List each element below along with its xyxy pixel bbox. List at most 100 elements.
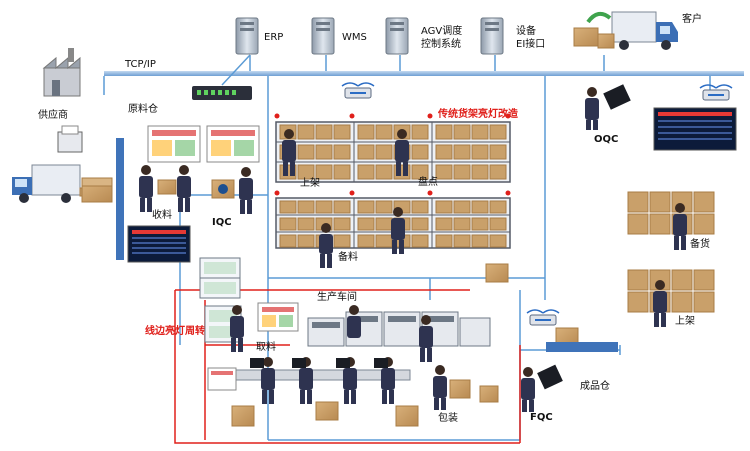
boxes-icon xyxy=(81,177,113,203)
box-icon xyxy=(297,164,315,180)
box-icon xyxy=(693,291,715,313)
raw-warehouse-label: 原料仓 xyxy=(128,102,158,115)
box-icon xyxy=(489,217,507,231)
box-icon xyxy=(375,217,393,231)
system-agv: AGV调度 控制系统 xyxy=(385,17,462,55)
packing-label: 包装 xyxy=(438,411,458,424)
box-icon xyxy=(453,144,471,160)
worker-icon xyxy=(521,367,535,412)
box-icon xyxy=(435,200,453,214)
fqc-label: FQC xyxy=(530,412,553,423)
system-name-line2: EI接口 xyxy=(516,37,545,50)
server-icon xyxy=(235,17,259,55)
finished-warehouse-label: 成品仓 xyxy=(580,379,610,392)
system-ei: 设备 EI接口 xyxy=(480,17,545,55)
finished-warehouse-wall xyxy=(546,342,618,352)
box-icon xyxy=(315,144,333,160)
finished-goods-stack xyxy=(627,191,715,235)
box-icon xyxy=(489,164,507,180)
box-icon xyxy=(649,213,671,235)
system-name: AGV调度 xyxy=(421,24,462,37)
box-icon xyxy=(297,234,315,248)
oqc-label: OQC xyxy=(594,134,618,145)
box-icon xyxy=(489,234,507,248)
box-icon xyxy=(297,217,315,231)
shelf-boxes xyxy=(279,124,507,248)
box-icon xyxy=(671,291,693,313)
shelving-upper xyxy=(275,121,511,183)
box-icon xyxy=(357,144,375,160)
box-icon xyxy=(411,200,429,214)
box-icon xyxy=(411,164,429,180)
box-icon xyxy=(693,191,715,213)
box-icon xyxy=(375,164,393,180)
box-icon xyxy=(471,200,489,214)
retrofit-label: 传统货架亮灯改造 xyxy=(437,107,519,120)
box-icon xyxy=(627,291,649,313)
box-icon xyxy=(357,217,375,231)
worker-icon xyxy=(282,129,409,268)
box-icon xyxy=(315,124,333,140)
system-name-line2: 控制系统 xyxy=(421,37,461,50)
box-icon xyxy=(453,200,471,214)
box-icon xyxy=(333,124,351,140)
box-icon xyxy=(627,269,649,291)
box-icon xyxy=(411,234,429,248)
box-icon xyxy=(649,191,671,213)
box-icon xyxy=(453,217,471,231)
server-icon xyxy=(385,17,409,55)
box-icon xyxy=(297,144,315,160)
server-icon xyxy=(311,17,335,55)
bus-label: TCP/IP xyxy=(124,59,156,70)
shelving-label: 上架 xyxy=(300,177,320,189)
box-icon xyxy=(471,217,489,231)
box-icon xyxy=(435,164,453,180)
box-icon xyxy=(279,200,297,214)
box-icon xyxy=(489,200,507,214)
box-icon xyxy=(471,164,489,180)
box-icon xyxy=(333,234,351,248)
box-icon xyxy=(375,144,393,160)
cart-icon xyxy=(199,257,242,343)
tablet-icon xyxy=(537,364,563,390)
box-icon xyxy=(315,200,333,214)
box-icon xyxy=(375,234,393,248)
box-icon xyxy=(693,213,715,235)
worker-icon xyxy=(230,305,433,362)
box-icon xyxy=(471,234,489,248)
customer-label: 客户 xyxy=(682,12,702,25)
box-icon xyxy=(411,217,429,231)
box-icon xyxy=(279,234,297,248)
tcpip-bus-bar xyxy=(104,71,744,76)
wireless-ap-icon xyxy=(341,82,375,99)
workshop-label: 生产车间 xyxy=(317,290,357,303)
box-icon xyxy=(489,144,507,160)
printer-icon xyxy=(57,125,83,153)
stock-prep-label: 备货 xyxy=(690,237,710,250)
worker-icon xyxy=(261,357,447,410)
box-icon xyxy=(357,200,375,214)
box-icon xyxy=(471,124,489,140)
finished-goods-stack xyxy=(627,269,715,313)
network-switch-icon xyxy=(192,86,252,100)
worker-icon xyxy=(139,165,253,214)
server-icon xyxy=(480,17,504,55)
box-icon xyxy=(411,124,429,140)
box-icon xyxy=(357,164,375,180)
box-icon xyxy=(671,269,693,291)
line-cart-label: 线边亮灯周转车 xyxy=(145,324,215,337)
raw-warehouse-wall xyxy=(116,138,124,260)
supplier-label: 供应商 xyxy=(38,108,68,121)
shelf-light-icon xyxy=(274,113,511,196)
tablet-icon xyxy=(603,84,631,110)
box-icon xyxy=(357,124,375,140)
box-icon xyxy=(231,263,579,427)
picking-prep-label: 备料 xyxy=(338,250,358,263)
box-icon xyxy=(333,144,351,160)
receiving-label: 收料 xyxy=(152,208,172,221)
box-icon xyxy=(435,144,453,160)
box-icon xyxy=(471,144,489,160)
laptop-icon xyxy=(250,358,388,368)
